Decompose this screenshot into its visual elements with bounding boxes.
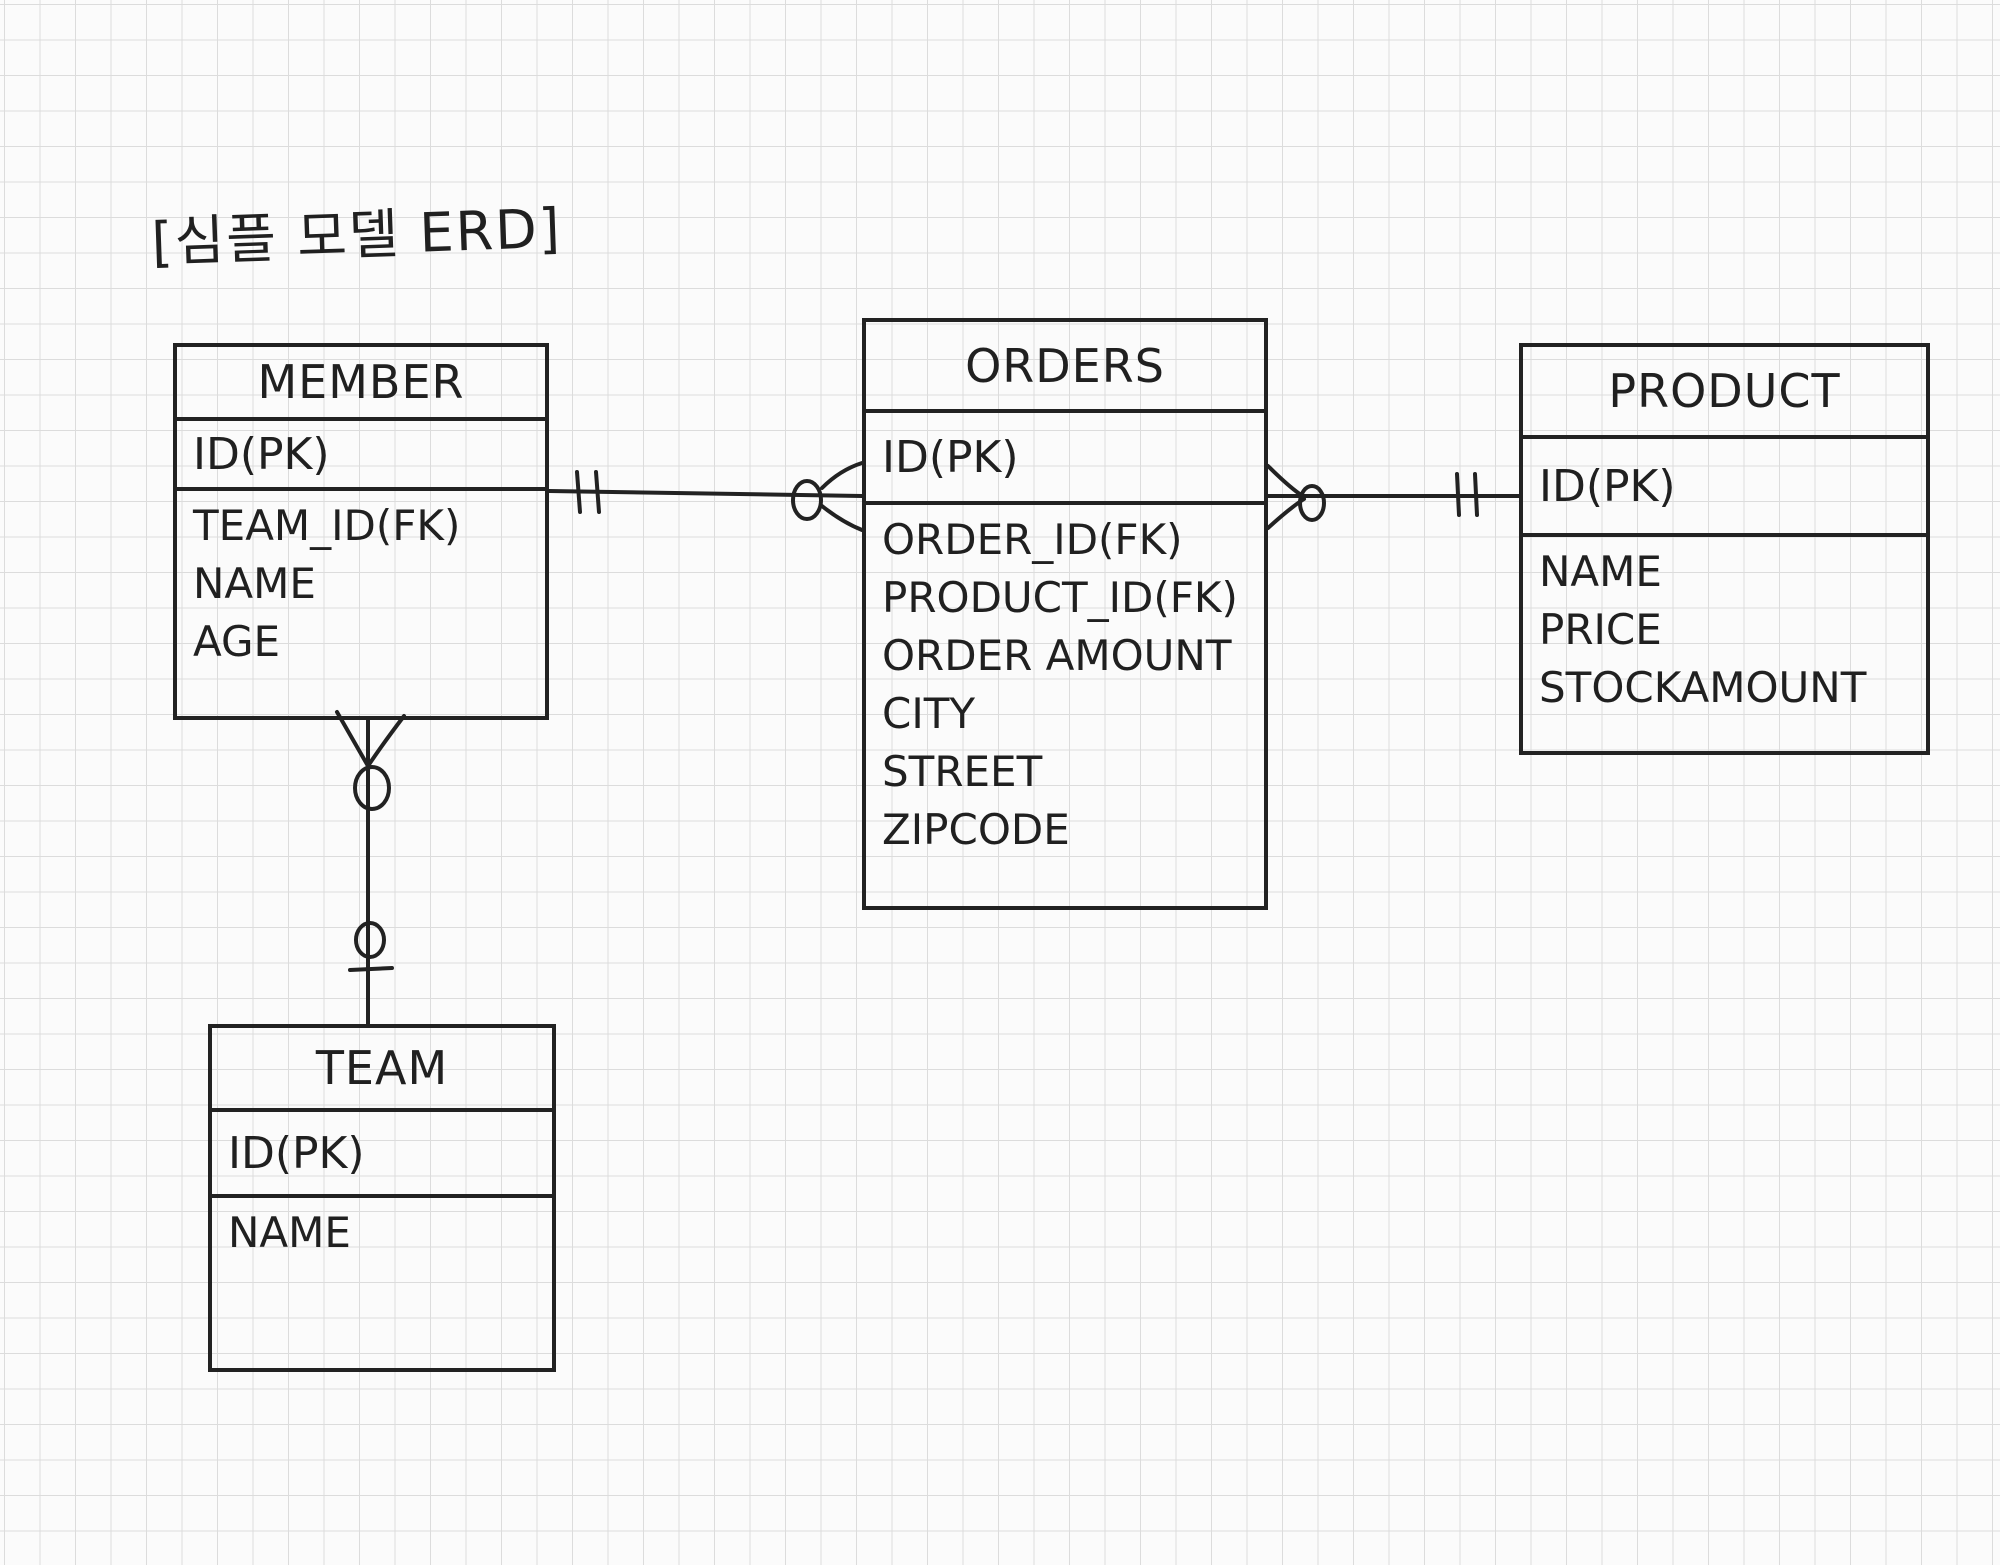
attribute-stockamount: STOCKAMOUNT: [1539, 663, 1867, 712]
cardinality-zero-circle: [1298, 484, 1326, 522]
crowfoot-lower: [1266, 497, 1306, 530]
relationship-member-team: [335, 710, 406, 1026]
attribute-product-id: PRODUCT_ID(FK): [882, 573, 1238, 622]
attribute-zipcode: ZIPCODE: [882, 805, 1070, 854]
attribute-name: NAME: [193, 559, 316, 608]
entity-member-pk: ID(PK): [177, 421, 545, 491]
entity-team-name: TEAM: [212, 1028, 552, 1112]
attribute-team-id: TEAM_ID(FK): [193, 501, 461, 550]
relationship-line: [547, 489, 864, 498]
crowfoot-upper: [820, 461, 864, 490]
cardinality-one-bar: [348, 966, 394, 972]
cardinality-zero-circle: [353, 765, 391, 811]
attribute-name: NAME: [228, 1208, 351, 1257]
crowfoot-upper: [1266, 464, 1306, 499]
attribute-street: STREET: [882, 747, 1043, 796]
entity-member-attributes: TEAM_ID(FK) NAME AGE: [177, 491, 545, 671]
entity-orders-attributes: ORDER_ID(FK) PRODUCT_ID(FK) ORDER AMOUNT…: [866, 505, 1264, 859]
attribute-price: PRICE: [1539, 605, 1662, 654]
entity-orders-name: ORDERS: [866, 322, 1264, 413]
entity-member: MEMBER ID(PK) TEAM_ID(FK) NAME AGE: [173, 343, 549, 720]
attribute-city: CITY: [882, 689, 976, 738]
cardinality-one-bar: [575, 470, 582, 514]
attribute-order-id: ORDER_ID(FK): [882, 515, 1183, 564]
cardinality-one-bar: [1455, 472, 1461, 517]
entity-team-attributes: NAME: [212, 1198, 552, 1262]
cardinality-one-bar: [1473, 472, 1479, 517]
attribute-name: NAME: [1539, 547, 1662, 596]
attribute-order-amount: ORDER AMOUNT: [882, 631, 1232, 680]
entity-orders-pk: ID(PK): [866, 413, 1264, 505]
entity-product-name: PRODUCT: [1523, 347, 1926, 439]
attribute-age: AGE: [193, 617, 281, 666]
relationship-member-orders: [547, 461, 864, 532]
entity-member-name: MEMBER: [177, 347, 545, 421]
diagram-title: [심플 모델 ERD]: [150, 196, 563, 274]
entity-product-attributes: NAME PRICE STOCKAMOUNT: [1523, 537, 1926, 717]
crowfoot-left: [335, 710, 370, 768]
crowfoot-right: [366, 714, 406, 768]
entity-product-pk: ID(PK): [1523, 439, 1926, 537]
entity-team-pk: ID(PK): [212, 1112, 552, 1198]
cardinality-zero-circle: [791, 479, 823, 521]
entity-team: TEAM ID(PK) NAME: [208, 1024, 556, 1372]
entity-product: PRODUCT ID(PK) NAME PRICE STOCKAMOUNT: [1519, 343, 1930, 755]
crowfoot-lower: [820, 504, 864, 532]
cardinality-one-bar: [594, 470, 601, 514]
relationship-orders-product: [1266, 464, 1521, 530]
entity-orders: ORDERS ID(PK) ORDER_ID(FK) PRODUCT_ID(FK…: [862, 318, 1268, 910]
cardinality-zero-circle: [354, 921, 386, 959]
